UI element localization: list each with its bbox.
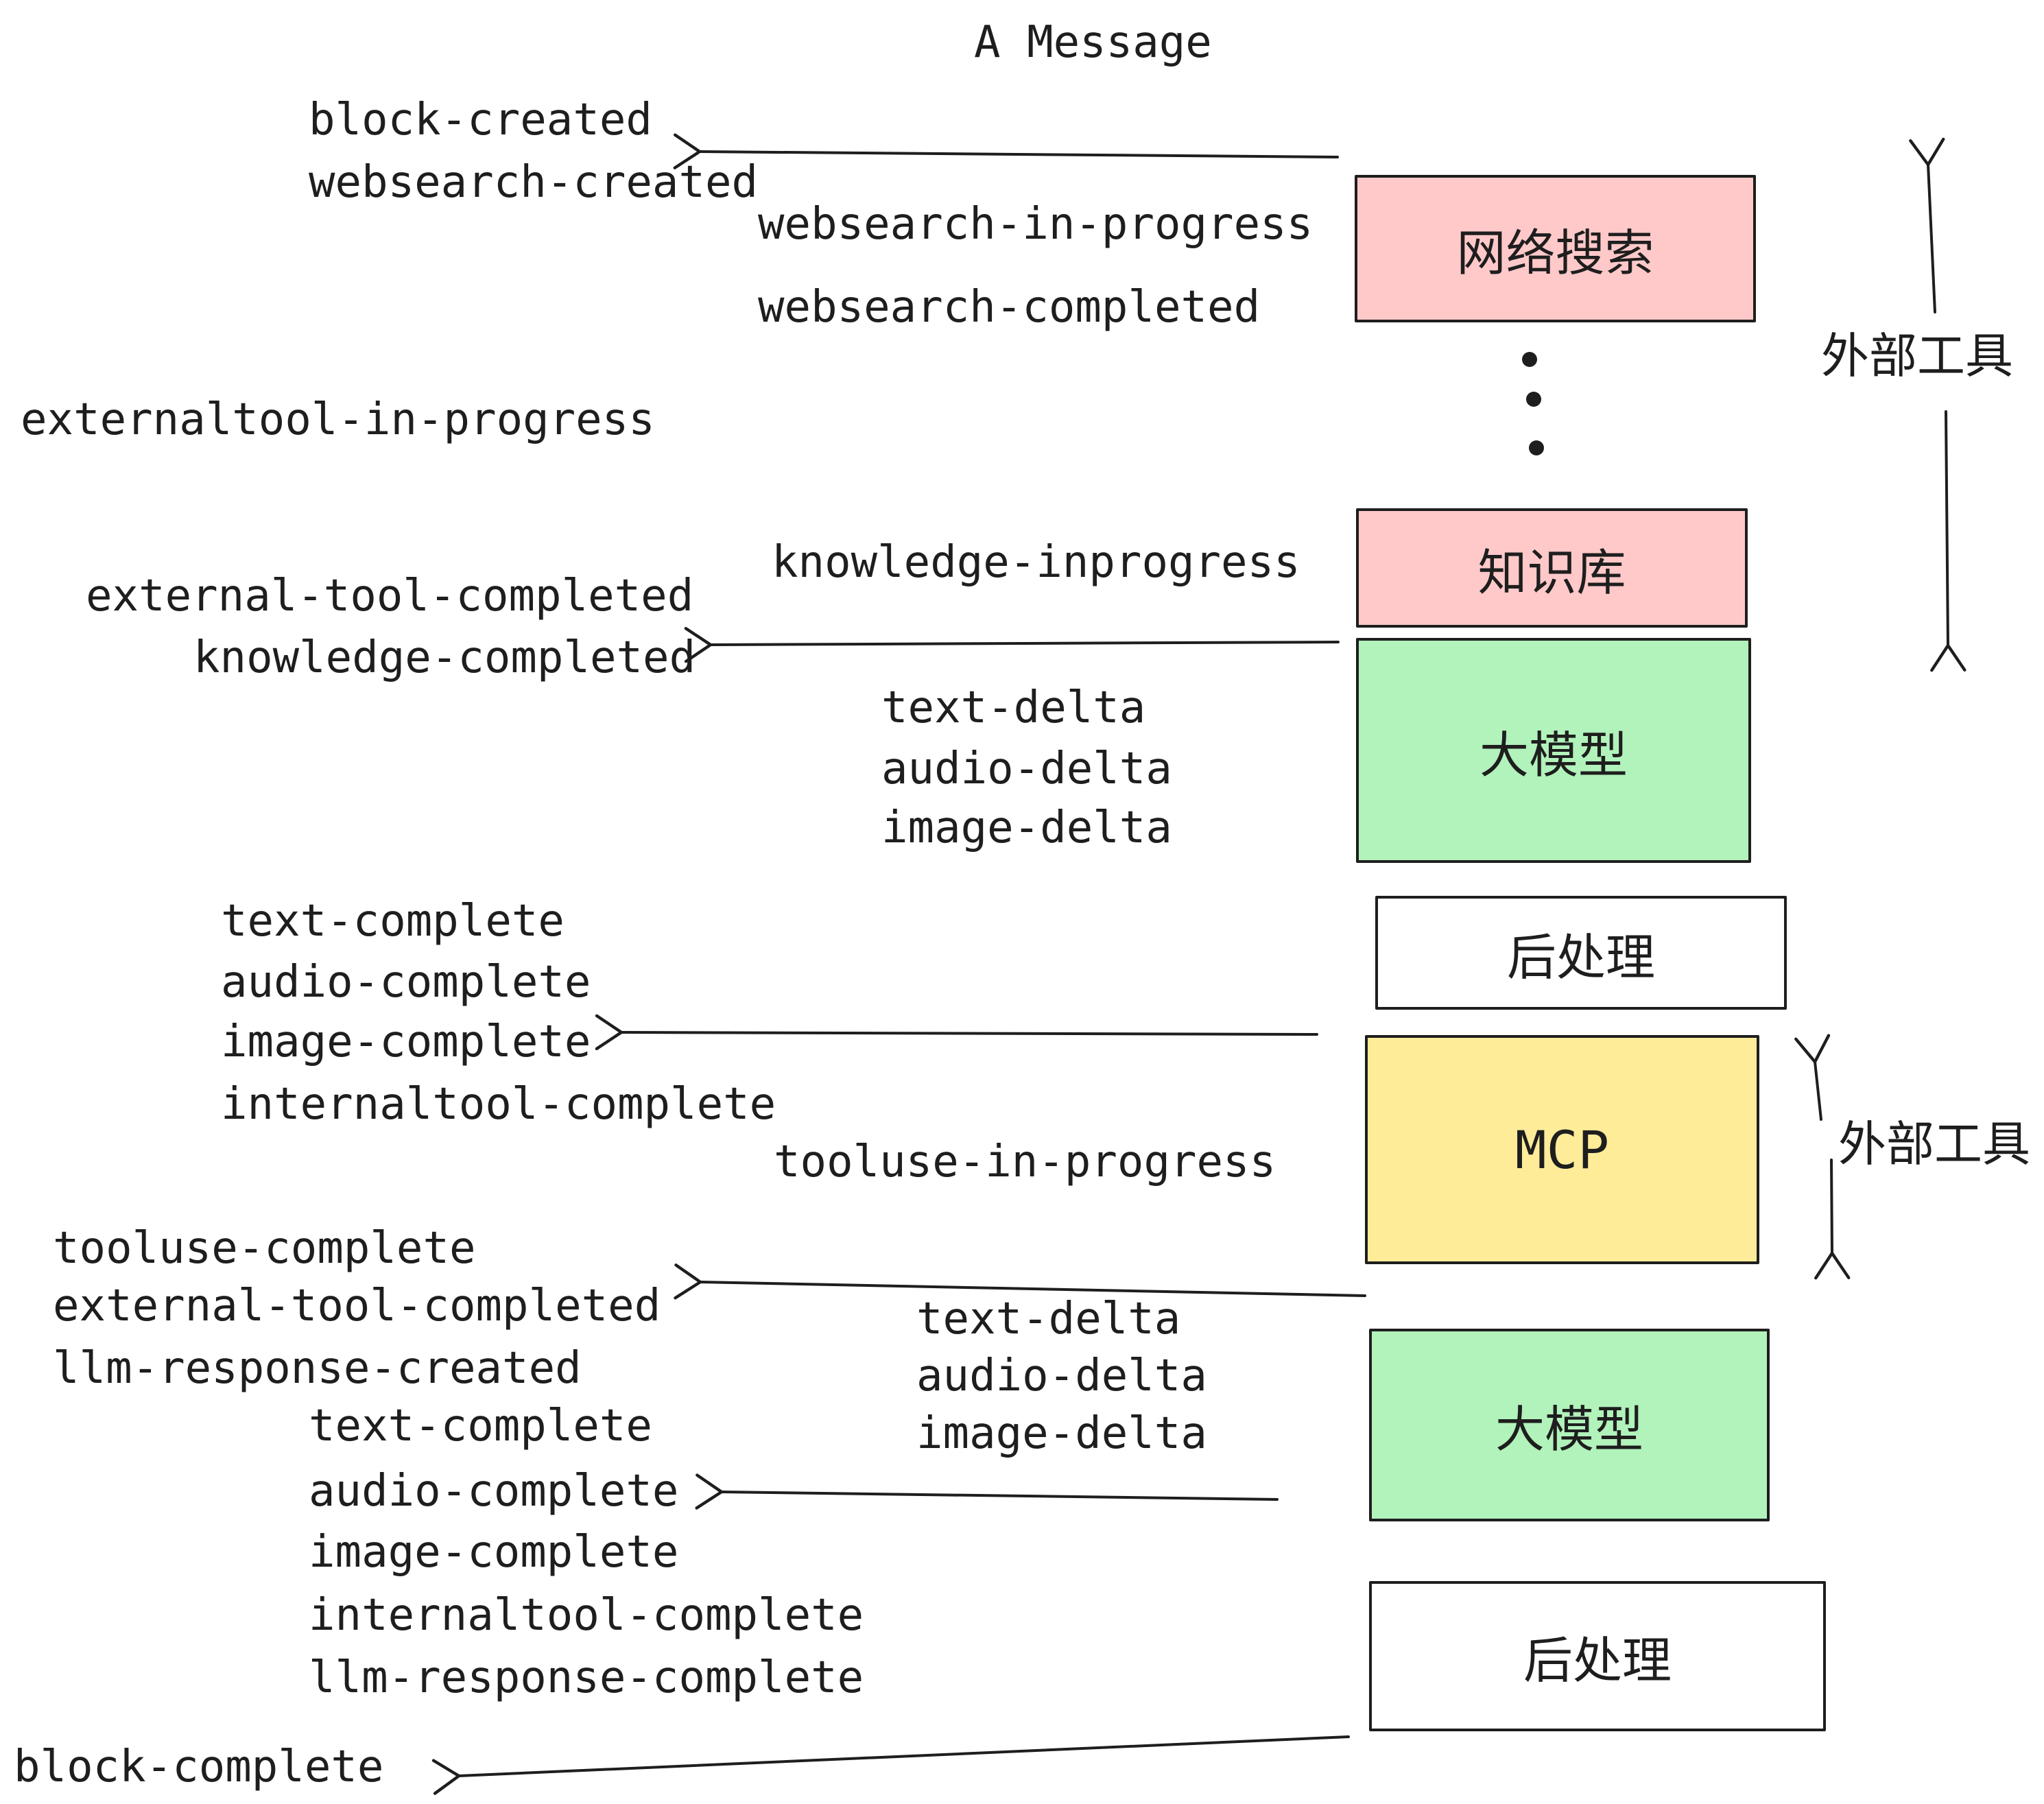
node-mcp: MCP xyxy=(1365,1035,1759,1264)
node-llm-1: 大模型 xyxy=(1356,638,1751,863)
arrow-mcp-down xyxy=(1814,1159,1851,1280)
event-label-image-delta-2: image-delta xyxy=(916,1408,1207,1459)
event-label-websearch-in-progress: websearch-in-progress xyxy=(758,199,1314,250)
event-label-audio-complete-2: audio-complete xyxy=(309,1466,679,1517)
arrow-knowledge-completed xyxy=(684,626,1340,663)
arrow-block-complete xyxy=(431,1735,1350,1795)
event-label-external-tool-completed-2: external-tool-completed xyxy=(53,1281,661,1331)
arrow-audio-complete xyxy=(695,1473,1279,1510)
event-label-text-complete-1: text-complete xyxy=(221,896,565,947)
event-label-llm-response-created: llm-response-created xyxy=(53,1343,582,1394)
node-llm-2: 大模型 xyxy=(1369,1329,1770,1521)
side-label-external-tools-1: 外部工具 xyxy=(1821,329,2013,383)
event-label-llm-response-complete: llm-response-complete xyxy=(309,1652,864,1703)
event-label-image-delta-1: image-delta xyxy=(881,803,1172,853)
arrow-block-created xyxy=(673,133,1339,169)
event-label-audio-delta-2: audio-delta xyxy=(916,1351,1207,1401)
arrow-mcp-up xyxy=(1794,1034,1831,1121)
event-label-websearch-completed: websearch-completed xyxy=(758,282,1261,333)
event-label-internaltool-complete-1: internaltool-complete xyxy=(221,1079,776,1130)
event-label-internaltool-complete-2: internaltool-complete xyxy=(309,1590,864,1641)
arrow-external-tools-up xyxy=(1909,137,1945,313)
side-label-external-tools-2: 外部工具 xyxy=(1838,1117,2030,1171)
event-label-tooluse-complete: tooluse-complete xyxy=(53,1223,476,1274)
arrow-tooluse-complete xyxy=(674,1263,1366,1300)
node-postprocess-2: 后处理 xyxy=(1369,1581,1826,1731)
event-label-tooluse-in-progress: tooluse-in-progress xyxy=(774,1137,1276,1187)
event-label-externaltool-in-progress: externaltool-in-progress xyxy=(21,394,655,445)
event-label-block-complete: block-complete xyxy=(14,1742,384,1792)
event-label-text-delta-2: text-delta xyxy=(916,1294,1181,1344)
node-knowledge: 知识库 xyxy=(1356,508,1748,628)
node-websearch: 网络搜索 xyxy=(1355,175,1756,322)
ellipsis-dots xyxy=(1522,352,1544,455)
event-label-websearch-created: websearch-created xyxy=(309,157,759,208)
event-label-audio-delta-1: audio-delta xyxy=(881,744,1172,794)
event-label-text-delta-1: text-delta xyxy=(881,683,1146,733)
node-postprocess-1: 后处理 xyxy=(1375,896,1787,1010)
event-label-knowledge-inprogress: knowledge-inprogress xyxy=(772,537,1300,588)
event-label-block-created: block-created xyxy=(309,95,652,145)
arrow-external-tools-down xyxy=(1930,410,1966,672)
event-label-audio-complete-1: audio-complete xyxy=(221,957,591,1008)
event-label-external-tool-completed-1: external-tool-completed xyxy=(86,571,694,621)
diagram-title: A Message xyxy=(974,17,1212,68)
event-label-text-complete-2: text-complete xyxy=(309,1401,652,1451)
event-label-image-complete-1: image-complete xyxy=(221,1017,591,1067)
event-label-knowledge-completed: knowledge-completed xyxy=(193,632,696,683)
event-label-image-complete-2: image-complete xyxy=(309,1527,679,1578)
arrow-image-complete xyxy=(595,1014,1318,1051)
